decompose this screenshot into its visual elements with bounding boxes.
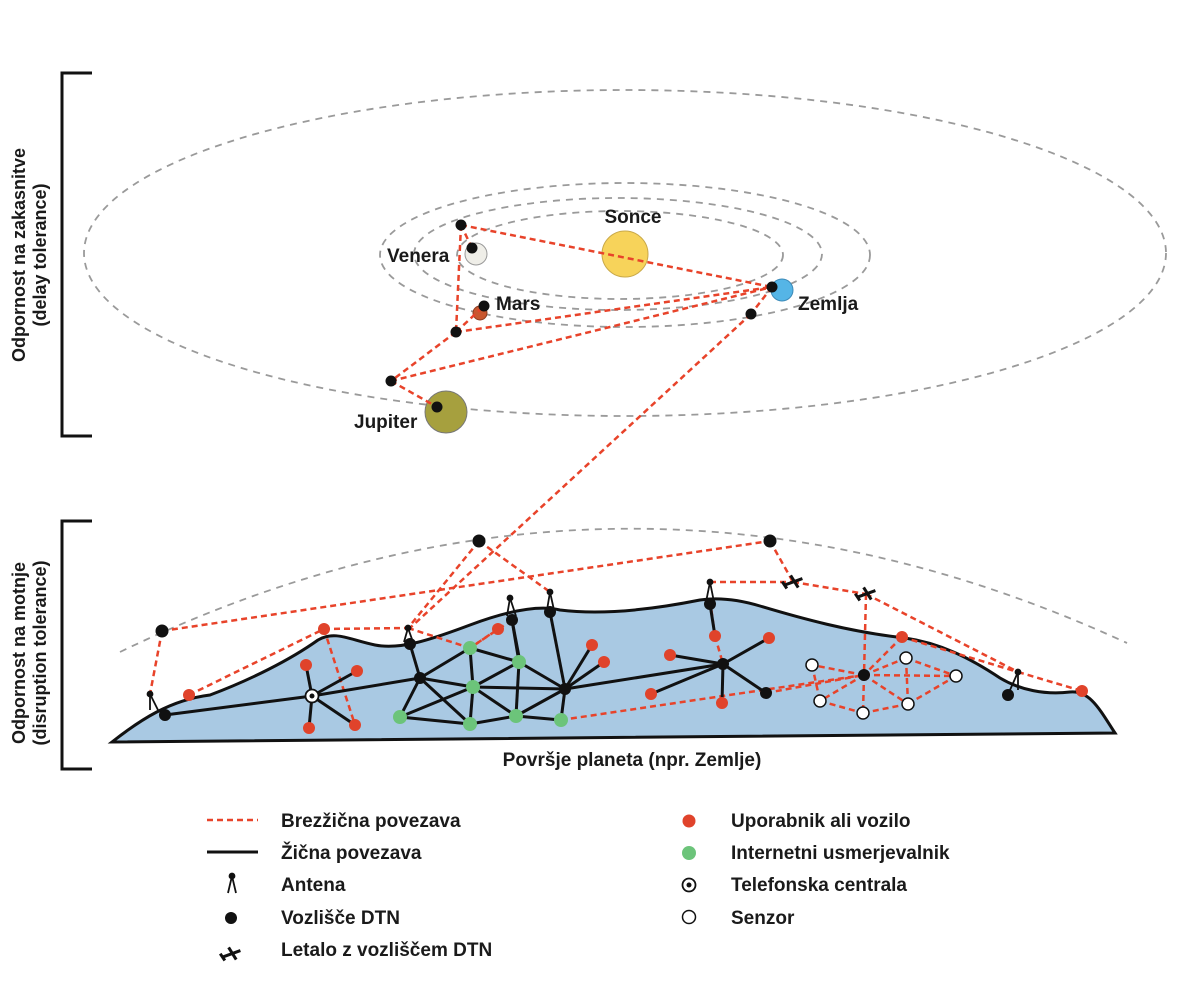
user-node xyxy=(349,719,361,731)
orbit-atmosphere xyxy=(119,527,1128,653)
legend-sensor: Senzor xyxy=(731,908,795,929)
sensors xyxy=(805,651,963,720)
sensor-node xyxy=(949,669,963,683)
dtn-node xyxy=(385,375,397,387)
dtn-node xyxy=(431,401,443,413)
user-node xyxy=(716,697,728,709)
dtn-node xyxy=(763,534,777,548)
dtn-node-icon xyxy=(225,912,237,924)
user-node xyxy=(763,632,775,644)
user-node xyxy=(598,656,610,668)
sensor-node xyxy=(813,694,827,708)
user-node xyxy=(318,623,330,635)
dtn-node xyxy=(455,219,467,231)
dtn-node xyxy=(745,308,757,320)
router-node xyxy=(393,710,407,724)
router-node xyxy=(512,655,526,669)
antenna-icon xyxy=(227,872,237,894)
router-node xyxy=(466,680,480,694)
sensor-node xyxy=(899,651,913,665)
router-node xyxy=(509,709,523,723)
disruption-tolerance-sublabel: (disruption tolerance) xyxy=(30,560,50,745)
routers xyxy=(393,641,568,731)
legend-aircraft: Letalo z vozliščem DTN xyxy=(281,940,492,961)
legend-wired: Žična povezava xyxy=(281,842,422,864)
telephone-exchange-icon xyxy=(681,877,697,893)
disruption-bracket xyxy=(60,519,92,771)
dtn-node xyxy=(404,638,416,650)
dtn-node xyxy=(766,281,778,293)
user-node xyxy=(303,722,315,734)
dtn-node xyxy=(704,598,716,610)
space-wireless-links xyxy=(390,223,773,629)
router-icon xyxy=(682,846,696,860)
sensor-node xyxy=(805,658,819,672)
orbit-mars xyxy=(379,182,871,328)
user-node xyxy=(300,659,312,671)
legend: Brezžična povezava Žična povezava Antena… xyxy=(207,811,950,962)
planet-surface xyxy=(107,597,1118,744)
dtn-node xyxy=(559,683,571,695)
aircraft-icon xyxy=(218,946,241,962)
dtn-node xyxy=(414,672,426,684)
router-node xyxy=(463,717,477,731)
dtn-node xyxy=(450,326,462,338)
earth-label: Zemlja xyxy=(798,294,859,315)
legend-dtn-node: Vozlišče DTN xyxy=(281,908,400,929)
dtn-node xyxy=(544,606,556,618)
aircraft-icon xyxy=(780,574,803,590)
mars-label: Mars xyxy=(496,294,540,315)
dtn-node xyxy=(472,534,486,548)
dtn-node xyxy=(478,300,490,312)
user-node xyxy=(183,689,195,701)
sun-label: Sonce xyxy=(604,207,661,228)
dtn-node xyxy=(466,242,478,254)
surface-label: Površje planeta (npr. Zemlje) xyxy=(503,750,762,771)
dtn-node xyxy=(858,669,870,681)
router-node xyxy=(463,641,477,655)
dtn-node xyxy=(760,687,772,699)
telephone-exchange xyxy=(304,688,320,704)
jupiter xyxy=(424,390,468,434)
user-node xyxy=(645,688,657,700)
router-node xyxy=(554,713,568,727)
dtn-nodes xyxy=(155,219,1014,721)
dtn-node xyxy=(1002,689,1014,701)
dtn-node xyxy=(506,614,518,626)
sensor-icon xyxy=(681,909,697,925)
user-node xyxy=(709,630,721,642)
aircraft-icon xyxy=(853,586,876,602)
user-node xyxy=(351,665,363,677)
disruption-tolerance-label: Odpornost na motnje xyxy=(9,562,29,744)
user-node xyxy=(492,623,504,635)
orbit-jupiter xyxy=(83,89,1167,417)
legend-router: Internetni usmerjevalnik xyxy=(731,843,950,864)
user-node xyxy=(896,631,908,643)
dtn-node xyxy=(155,624,169,638)
delay-tolerance-sublabel: (delay tolerance) xyxy=(30,183,50,326)
delay-tolerance-label: Odpornost na zakasnitve xyxy=(9,148,29,362)
legend-antenna: Antena xyxy=(281,875,346,896)
user-node xyxy=(1076,685,1088,697)
legend-wireless: Brezžična povezava xyxy=(281,811,461,832)
antennas xyxy=(146,578,1022,711)
users xyxy=(183,623,1088,734)
venus-label: Venera xyxy=(387,246,450,267)
legend-user: Uporabnik ali vozilo xyxy=(731,811,910,832)
user-node xyxy=(664,649,676,661)
orbit-venus xyxy=(456,210,784,300)
dtn-node xyxy=(717,658,729,670)
user-node xyxy=(586,639,598,651)
delay-bracket xyxy=(60,71,92,438)
sensor-node xyxy=(856,706,870,720)
user-icon xyxy=(682,814,696,828)
ground-wireless-links xyxy=(148,539,1083,726)
jupiter-label: Jupiter xyxy=(354,412,418,433)
dtn-node xyxy=(159,709,171,721)
legend-exchange: Telefonska centrala xyxy=(731,875,907,896)
sensor-node xyxy=(901,697,915,711)
orbits xyxy=(83,89,1167,653)
